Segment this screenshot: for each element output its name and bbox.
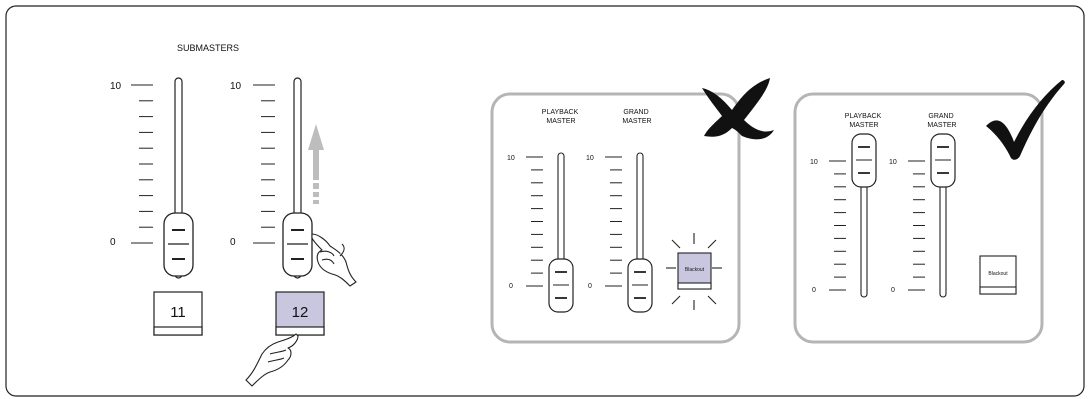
scale-top-label: 10 xyxy=(889,159,897,166)
flash-button-11[interactable]: 11 xyxy=(154,292,202,335)
blackout-label: Blackout xyxy=(988,271,1008,277)
hand-pointer-icon xyxy=(246,334,298,386)
scale-top-label: 10 xyxy=(810,159,818,166)
playback-fader-knob[interactable] xyxy=(549,259,573,312)
scale-top-label: 10 xyxy=(586,155,594,162)
scale-ticks xyxy=(253,85,275,243)
scale-bottom-label: 0 xyxy=(891,287,895,294)
fader-knob[interactable] xyxy=(164,213,193,276)
fader-knob[interactable] xyxy=(283,213,312,276)
grand-fader-knob[interactable] xyxy=(628,259,652,312)
scale-top-label: 10 xyxy=(110,81,122,92)
grand-fader-knob[interactable] xyxy=(931,134,955,187)
submaster-fader-11[interactable]: 10 0 xyxy=(110,78,193,278)
wrong-example-panel: PLAYBACK MASTER GRAND MASTER 10 0 10 0 xyxy=(492,94,739,342)
blackout-label: Blackout xyxy=(685,267,705,273)
blackout-button[interactable]: Blackout xyxy=(980,256,1016,294)
submasters-title: SUBMASTERS xyxy=(177,43,239,53)
scale-top-label: 10 xyxy=(507,155,515,162)
hand-pointer-icon xyxy=(312,234,356,286)
flash-button-12[interactable]: 12 xyxy=(276,292,324,335)
push-up-arrow-icon xyxy=(308,124,324,204)
scale-bottom-label: 0 xyxy=(230,237,236,248)
scale-bottom-label: 0 xyxy=(588,283,592,290)
flash-button-label: 12 xyxy=(292,304,309,321)
playback-fader-knob[interactable] xyxy=(852,134,876,187)
flash-button-label: 11 xyxy=(170,304,186,321)
scale-ticks xyxy=(131,85,153,243)
scale-bottom-label: 0 xyxy=(509,283,513,290)
scale-bottom-label: 0 xyxy=(110,237,116,248)
blackout-button[interactable]: Blackout xyxy=(678,253,711,289)
scale-bottom-label: 0 xyxy=(812,287,816,294)
submaster-fader-12[interactable]: 10 0 xyxy=(230,78,356,286)
scale-top-label: 10 xyxy=(230,81,242,92)
